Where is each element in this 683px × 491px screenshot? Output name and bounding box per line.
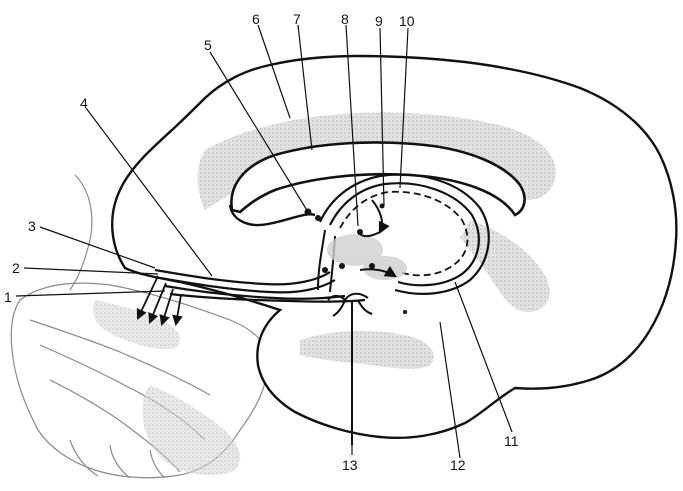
label-10: 10 xyxy=(399,13,415,29)
limbic-arc xyxy=(317,173,490,295)
label-8: 8 xyxy=(341,11,349,27)
label-4: 4 xyxy=(80,95,88,111)
figure-labels: 1 2 3 4 5 6 7 8 9 10 11 12 13 xyxy=(4,11,519,473)
corpus-callosum xyxy=(230,141,526,217)
label-12: 12 xyxy=(450,457,466,473)
label-9: 9 xyxy=(375,13,383,29)
label-2: 2 xyxy=(12,260,20,276)
callosum-inner-line xyxy=(228,204,316,227)
nasal-shading xyxy=(92,300,241,476)
label-7: 7 xyxy=(293,11,301,27)
branching-pathways xyxy=(327,199,398,445)
leader-lines xyxy=(15,24,513,459)
nuclei-dots xyxy=(304,203,407,314)
label-3: 3 xyxy=(28,218,36,234)
label-11: 11 xyxy=(504,433,519,449)
label-6: 6 xyxy=(252,11,260,27)
label-1: 1 xyxy=(4,289,12,305)
label-5: 5 xyxy=(204,37,212,53)
label-13: 13 xyxy=(342,457,358,473)
olfactory-tract xyxy=(154,268,366,303)
olfactory-fibers xyxy=(136,275,183,327)
